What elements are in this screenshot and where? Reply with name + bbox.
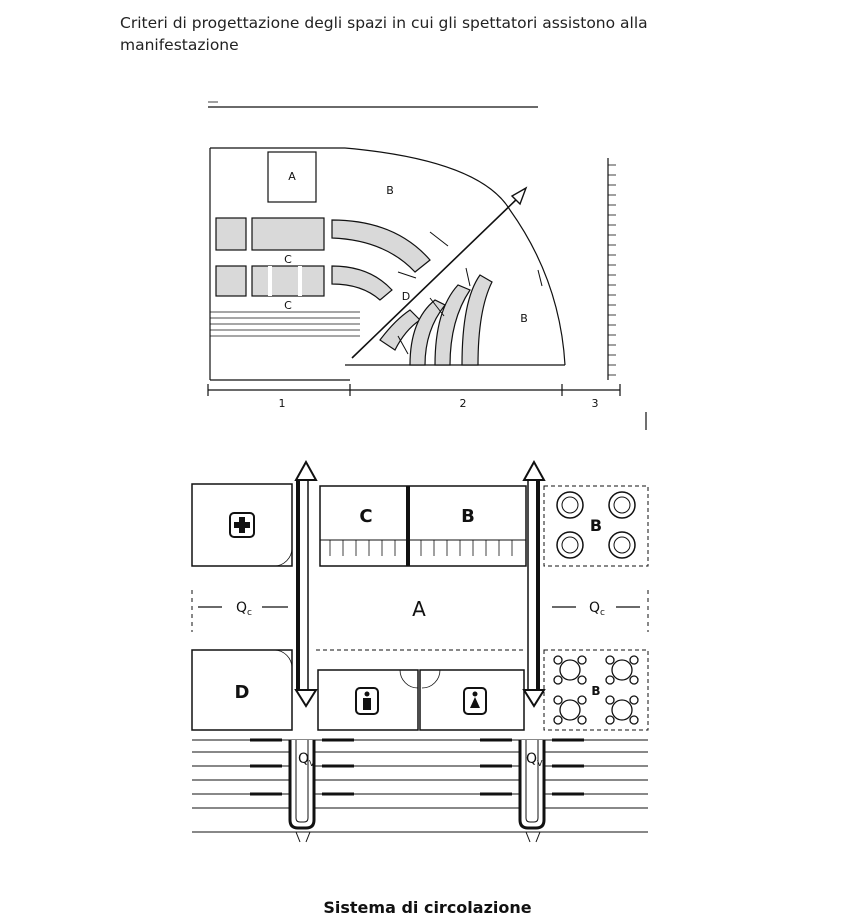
qc-label-left: Qc xyxy=(236,600,252,618)
qv-label-left: QV xyxy=(298,751,315,768)
room-label-a: A xyxy=(412,597,426,621)
toilet-man-icon xyxy=(355,687,379,715)
stadium-plan-diagram xyxy=(207,101,647,430)
room-label-c: C xyxy=(359,506,372,527)
first-aid-icon xyxy=(229,512,255,538)
dimension-label-2: 2 xyxy=(460,397,467,410)
room-label-b-bottom-right: B xyxy=(591,684,600,698)
plan-label-c-lower: C xyxy=(284,299,292,312)
toilet-woman-icon xyxy=(463,687,487,715)
qc-label-right: Qc xyxy=(589,600,605,618)
dimension-label-3: 3 xyxy=(592,397,599,410)
qv-label-right: QV xyxy=(526,751,543,768)
plan-label-d: D xyxy=(402,290,410,303)
plan-label-b-right: B xyxy=(520,312,528,325)
diagram-caption: Sistema di circolazione xyxy=(323,898,532,917)
plan-label-a: A xyxy=(288,170,296,183)
room-label-b: B xyxy=(461,506,475,527)
circulation-diagram xyxy=(191,459,649,843)
plan-label-b: B xyxy=(386,184,394,197)
page-heading: Criteri di progettazione degli spazi in … xyxy=(120,14,648,54)
room-label-b-top-right: B xyxy=(590,516,602,535)
dimension-label-1: 1 xyxy=(279,397,286,410)
room-label-d: D xyxy=(235,682,250,703)
plan-label-c: C xyxy=(284,253,292,266)
